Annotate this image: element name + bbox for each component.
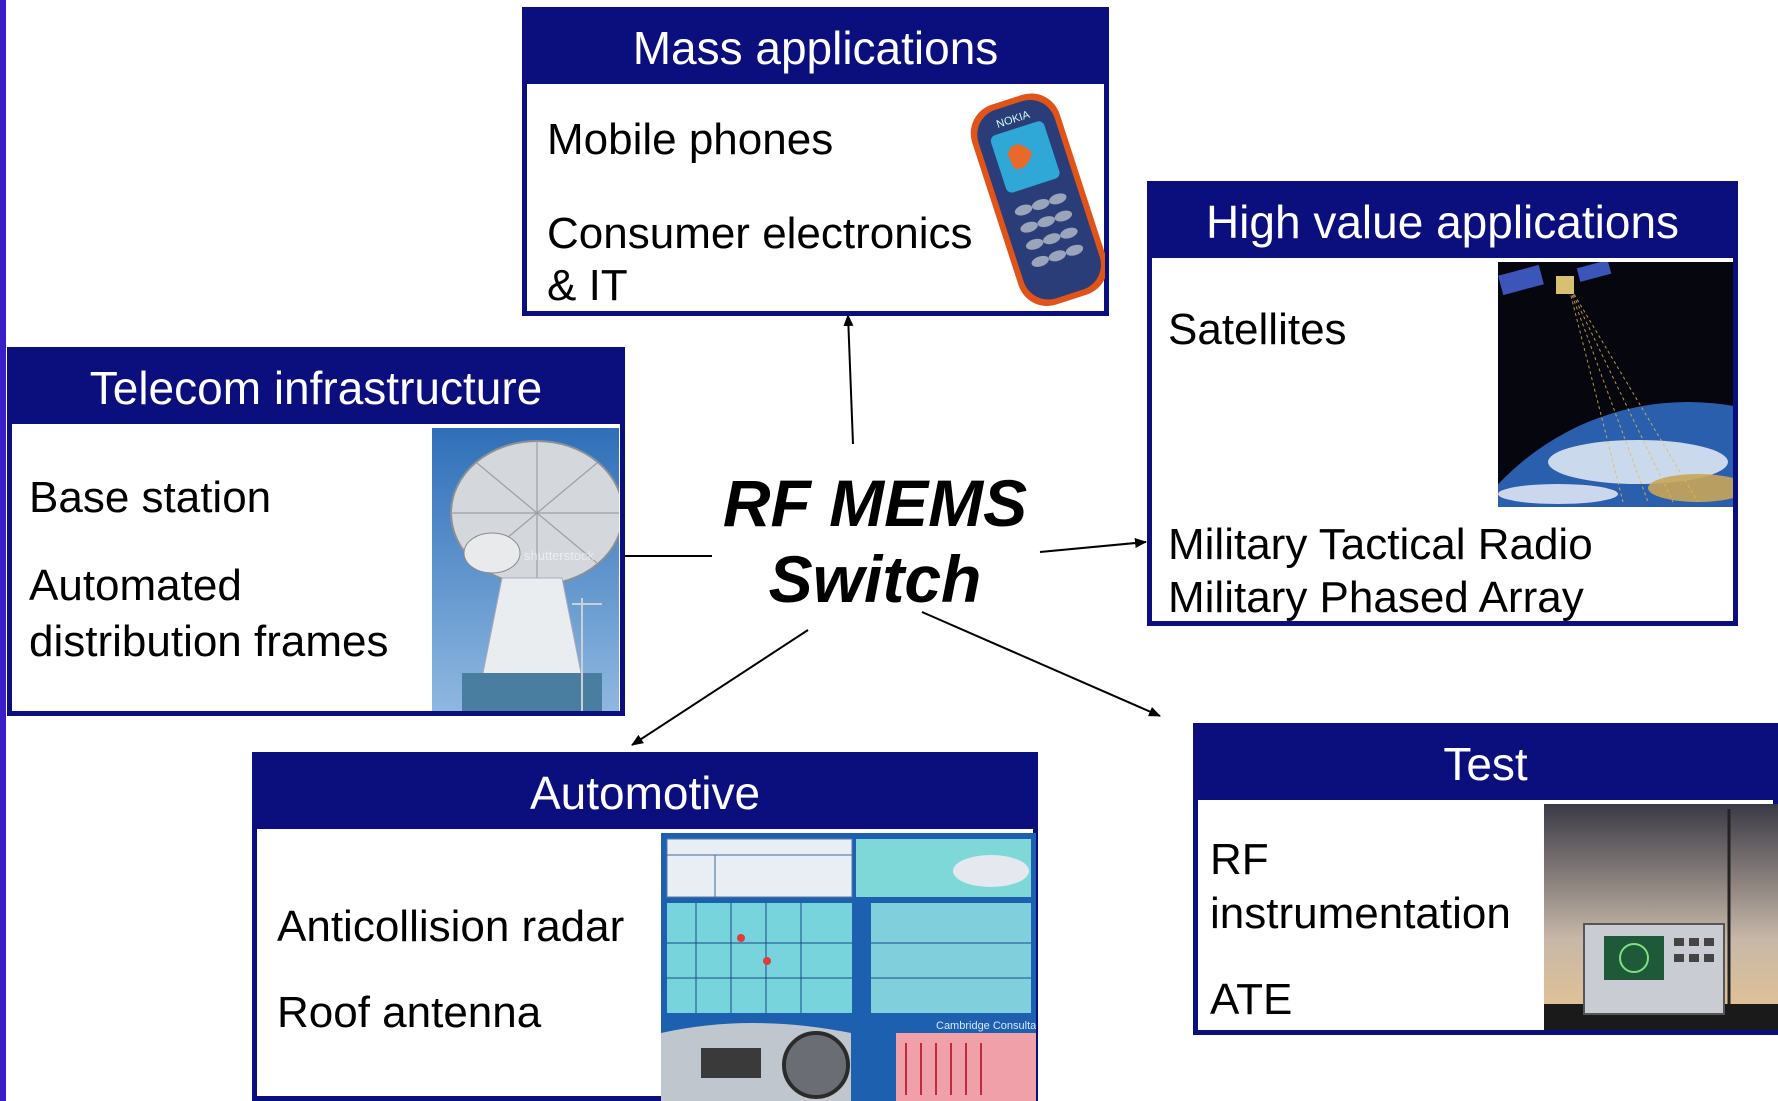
center-title-line1: RF MEMS [722, 466, 1028, 540]
cambridge-consultants-watermark: Cambridge Consultants [936, 1020, 1036, 1032]
distribution-frames-label: distribution frames [29, 617, 389, 666]
nokia-phone-image: NOKIA [970, 93, 1105, 306]
automotive-radar-image: Cambridge Consultants [661, 833, 1036, 1101]
ate-label: ATE [1210, 975, 1293, 1024]
arrow-to-high-value [1039, 538, 1147, 553]
rf-instrument-image [1544, 804, 1778, 1030]
base-station-label: Base station [29, 473, 272, 522]
consumer-electronics-label: Consumer electronics [547, 209, 973, 258]
telecom-infrastructure-panel: Telecom infrastructure Base station Auto… [7, 347, 625, 716]
test-title: Test [1198, 728, 1773, 800]
arrow-to-automotive [631, 629, 809, 746]
satellite-dish-image: shutterstock [432, 428, 619, 711]
anticollision-radar-label: Anticollision radar [277, 902, 625, 951]
telecom-infrastructure-title: Telecom infrastructure [12, 352, 620, 424]
mass-applications-panel: Mass applications Mobile phones Consumer… [522, 7, 1109, 316]
automotive-panel: Automotive Anticollision radar Roof ante… [252, 752, 1038, 1101]
military-tactical-radio-label: Military Tactical Radio [1168, 520, 1593, 569]
arrow-to-mass [843, 314, 854, 445]
high-value-applications-title: High value applications [1152, 186, 1733, 258]
mobile-phones-label: Mobile phones [547, 115, 834, 164]
instrumentation-label: instrumentation [1210, 889, 1511, 938]
left-accent-bar [0, 0, 6, 1101]
arrow-to-test [921, 611, 1161, 717]
satellites-label: Satellites [1168, 305, 1347, 354]
military-phased-array-label: Military Phased Array [1168, 573, 1584, 622]
automotive-title: Automotive [257, 757, 1033, 829]
automated-label: Automated [29, 561, 242, 610]
shutterstock-watermark: shutterstock [524, 548, 595, 563]
roof-antenna-label: Roof antenna [277, 988, 542, 1037]
satellite-image [1498, 262, 1733, 507]
rf-mems-switch-title: RF MEMS Switch [700, 465, 1050, 617]
mass-applications-title: Mass applications [527, 12, 1104, 84]
it-label: & IT [547, 261, 628, 310]
rf-label: RF [1210, 835, 1269, 884]
high-value-applications-panel: High value applications Satellites Milit… [1147, 181, 1738, 626]
center-title-line2: Switch [768, 542, 982, 616]
test-panel: Test RF instrumentation ATE [1193, 723, 1778, 1035]
